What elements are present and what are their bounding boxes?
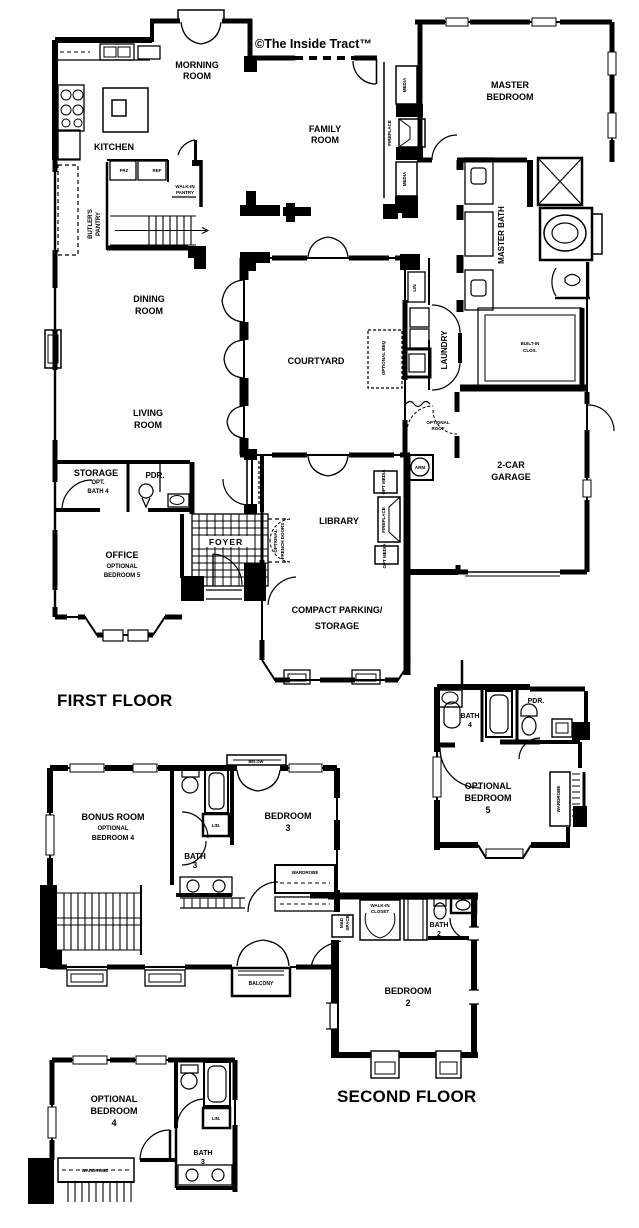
svg-text:ROOM: ROOM xyxy=(134,420,162,430)
svg-text:ROOM: ROOM xyxy=(135,306,163,316)
svg-text:5: 5 xyxy=(485,805,490,815)
svg-text:BEDROOM: BEDROOM xyxy=(487,92,534,102)
svg-text:2: 2 xyxy=(405,998,410,1008)
svg-text:MEDIA: MEDIA xyxy=(402,77,407,92)
svg-text:BUTLER'S: BUTLER'S xyxy=(88,209,94,239)
svg-text:BEDROOM: BEDROOM xyxy=(385,986,432,996)
svg-text:PDR.: PDR. xyxy=(528,698,545,705)
svg-text:FIREPLACE: FIREPLACE xyxy=(381,507,386,533)
svg-text:4: 4 xyxy=(468,722,472,729)
svg-text:2-CAR: 2-CAR xyxy=(497,460,525,470)
svg-text:BEDROOM 4: BEDROOM 4 xyxy=(92,835,135,842)
svg-text:OPTIONAL: OPTIONAL xyxy=(273,529,278,553)
svg-text:BELOW: BELOW xyxy=(249,759,264,764)
svg-text:LAUNDRY: LAUNDRY xyxy=(440,330,449,369)
svg-text:STORAGE: STORAGE xyxy=(315,621,359,631)
svg-text:LIN.: LIN. xyxy=(212,823,221,828)
svg-text:OPTIONAL BBQ: OPTIONAL BBQ xyxy=(381,340,386,375)
svg-text:LIN.: LIN. xyxy=(212,1116,221,1121)
svg-text:BATH: BATH xyxy=(184,852,206,861)
svg-text:ARM: ARM xyxy=(415,465,425,470)
svg-text:FOYER: FOYER xyxy=(209,537,243,547)
svg-text:©The Inside Tract™: ©The Inside Tract™ xyxy=(255,37,372,51)
svg-text:ROOM: ROOM xyxy=(311,135,339,145)
svg-text:2: 2 xyxy=(437,931,441,938)
svg-text:ROOM: ROOM xyxy=(183,71,211,81)
svg-text:BATH: BATH xyxy=(430,922,449,929)
svg-text:FIRST FLOOR: FIRST FLOOR xyxy=(57,691,173,710)
svg-text:FIREPLACE: FIREPLACE xyxy=(387,120,392,146)
svg-text:WARDROBE: WARDROBE xyxy=(292,870,319,875)
svg-text:COMPACT PARKING/: COMPACT PARKING/ xyxy=(292,605,383,615)
svg-text:3: 3 xyxy=(201,1159,205,1166)
svg-text:3: 3 xyxy=(193,861,198,870)
svg-text:MASTER BATH: MASTER BATH xyxy=(497,206,506,264)
svg-text:LIN: LIN xyxy=(412,284,417,291)
svg-text:LIVING: LIVING xyxy=(133,408,163,418)
svg-text:4: 4 xyxy=(111,1118,116,1128)
svg-text:OPTIONAL: OPTIONAL xyxy=(107,564,138,570)
svg-text:REF: REF xyxy=(153,168,162,173)
svg-text:ROOF: ROOF xyxy=(432,426,445,431)
svg-text:M&D: M&D xyxy=(339,917,344,928)
svg-text:LIBRARY: LIBRARY xyxy=(319,516,359,526)
svg-text:SPACE: SPACE xyxy=(345,915,350,930)
svg-text:DINING: DINING xyxy=(133,294,165,304)
svg-text:STORAGE: STORAGE xyxy=(74,468,118,478)
svg-text:GARAGE: GARAGE xyxy=(491,472,531,482)
svg-text:CLOSET: CLOSET xyxy=(371,909,390,914)
svg-text:SECOND FLOOR: SECOND FLOOR xyxy=(337,1087,476,1106)
svg-text:PANTRY: PANTRY xyxy=(96,212,102,236)
svg-text:BEDROOM: BEDROOM xyxy=(265,811,312,821)
svg-text:BUILT-IN: BUILT-IN xyxy=(521,341,540,346)
svg-text:OPT.: OPT. xyxy=(91,480,105,486)
svg-text:PANTRY: PANTRY xyxy=(176,190,194,195)
svg-text:WALK-IN: WALK-IN xyxy=(175,184,194,189)
svg-text:WARDROBE: WARDROBE xyxy=(556,786,561,813)
svg-text:OPT MEDIA: OPT MEDIA xyxy=(381,469,386,495)
svg-text:OPT MEDIA: OPT MEDIA xyxy=(382,543,387,569)
svg-text:FAMILY: FAMILY xyxy=(309,124,341,134)
svg-text:MORNING: MORNING xyxy=(175,60,219,70)
svg-text:BONUS ROOM: BONUS ROOM xyxy=(82,812,145,822)
svg-text:FRENCH DOORS: FRENCH DOORS xyxy=(280,523,285,560)
svg-text:BATH 4: BATH 4 xyxy=(87,489,109,495)
svg-text:3: 3 xyxy=(285,823,290,833)
svg-text:BALCONY: BALCONY xyxy=(249,981,274,987)
svg-text:BATH: BATH xyxy=(194,1150,213,1157)
svg-text:PDR.: PDR. xyxy=(145,471,164,480)
svg-text:MEDIA: MEDIA xyxy=(402,171,407,186)
svg-text:CLOS.: CLOS. xyxy=(523,348,537,353)
svg-text:KITCHEN: KITCHEN xyxy=(94,142,134,152)
svg-text:FRZ: FRZ xyxy=(120,168,129,173)
svg-text:WALK-IN: WALK-IN xyxy=(370,903,389,908)
svg-text:MASTER: MASTER xyxy=(491,80,530,90)
svg-text:OPTIONAL: OPTIONAL xyxy=(91,1094,138,1104)
svg-text:WARDROBE: WARDROBE xyxy=(82,1168,109,1173)
svg-text:BEDROOM: BEDROOM xyxy=(465,793,512,803)
svg-text:OFFICE: OFFICE xyxy=(106,550,139,560)
svg-text:OPTIONAL: OPTIONAL xyxy=(98,826,129,832)
svg-text:BATH: BATH xyxy=(461,713,480,720)
svg-text:BEDROOM 5: BEDROOM 5 xyxy=(104,573,141,579)
svg-text:OPTIONAL: OPTIONAL xyxy=(465,781,512,791)
svg-text:OPTIONAL: OPTIONAL xyxy=(426,420,450,425)
svg-text:BEDROOM: BEDROOM xyxy=(91,1106,138,1116)
svg-text:COURTYARD: COURTYARD xyxy=(288,356,345,366)
